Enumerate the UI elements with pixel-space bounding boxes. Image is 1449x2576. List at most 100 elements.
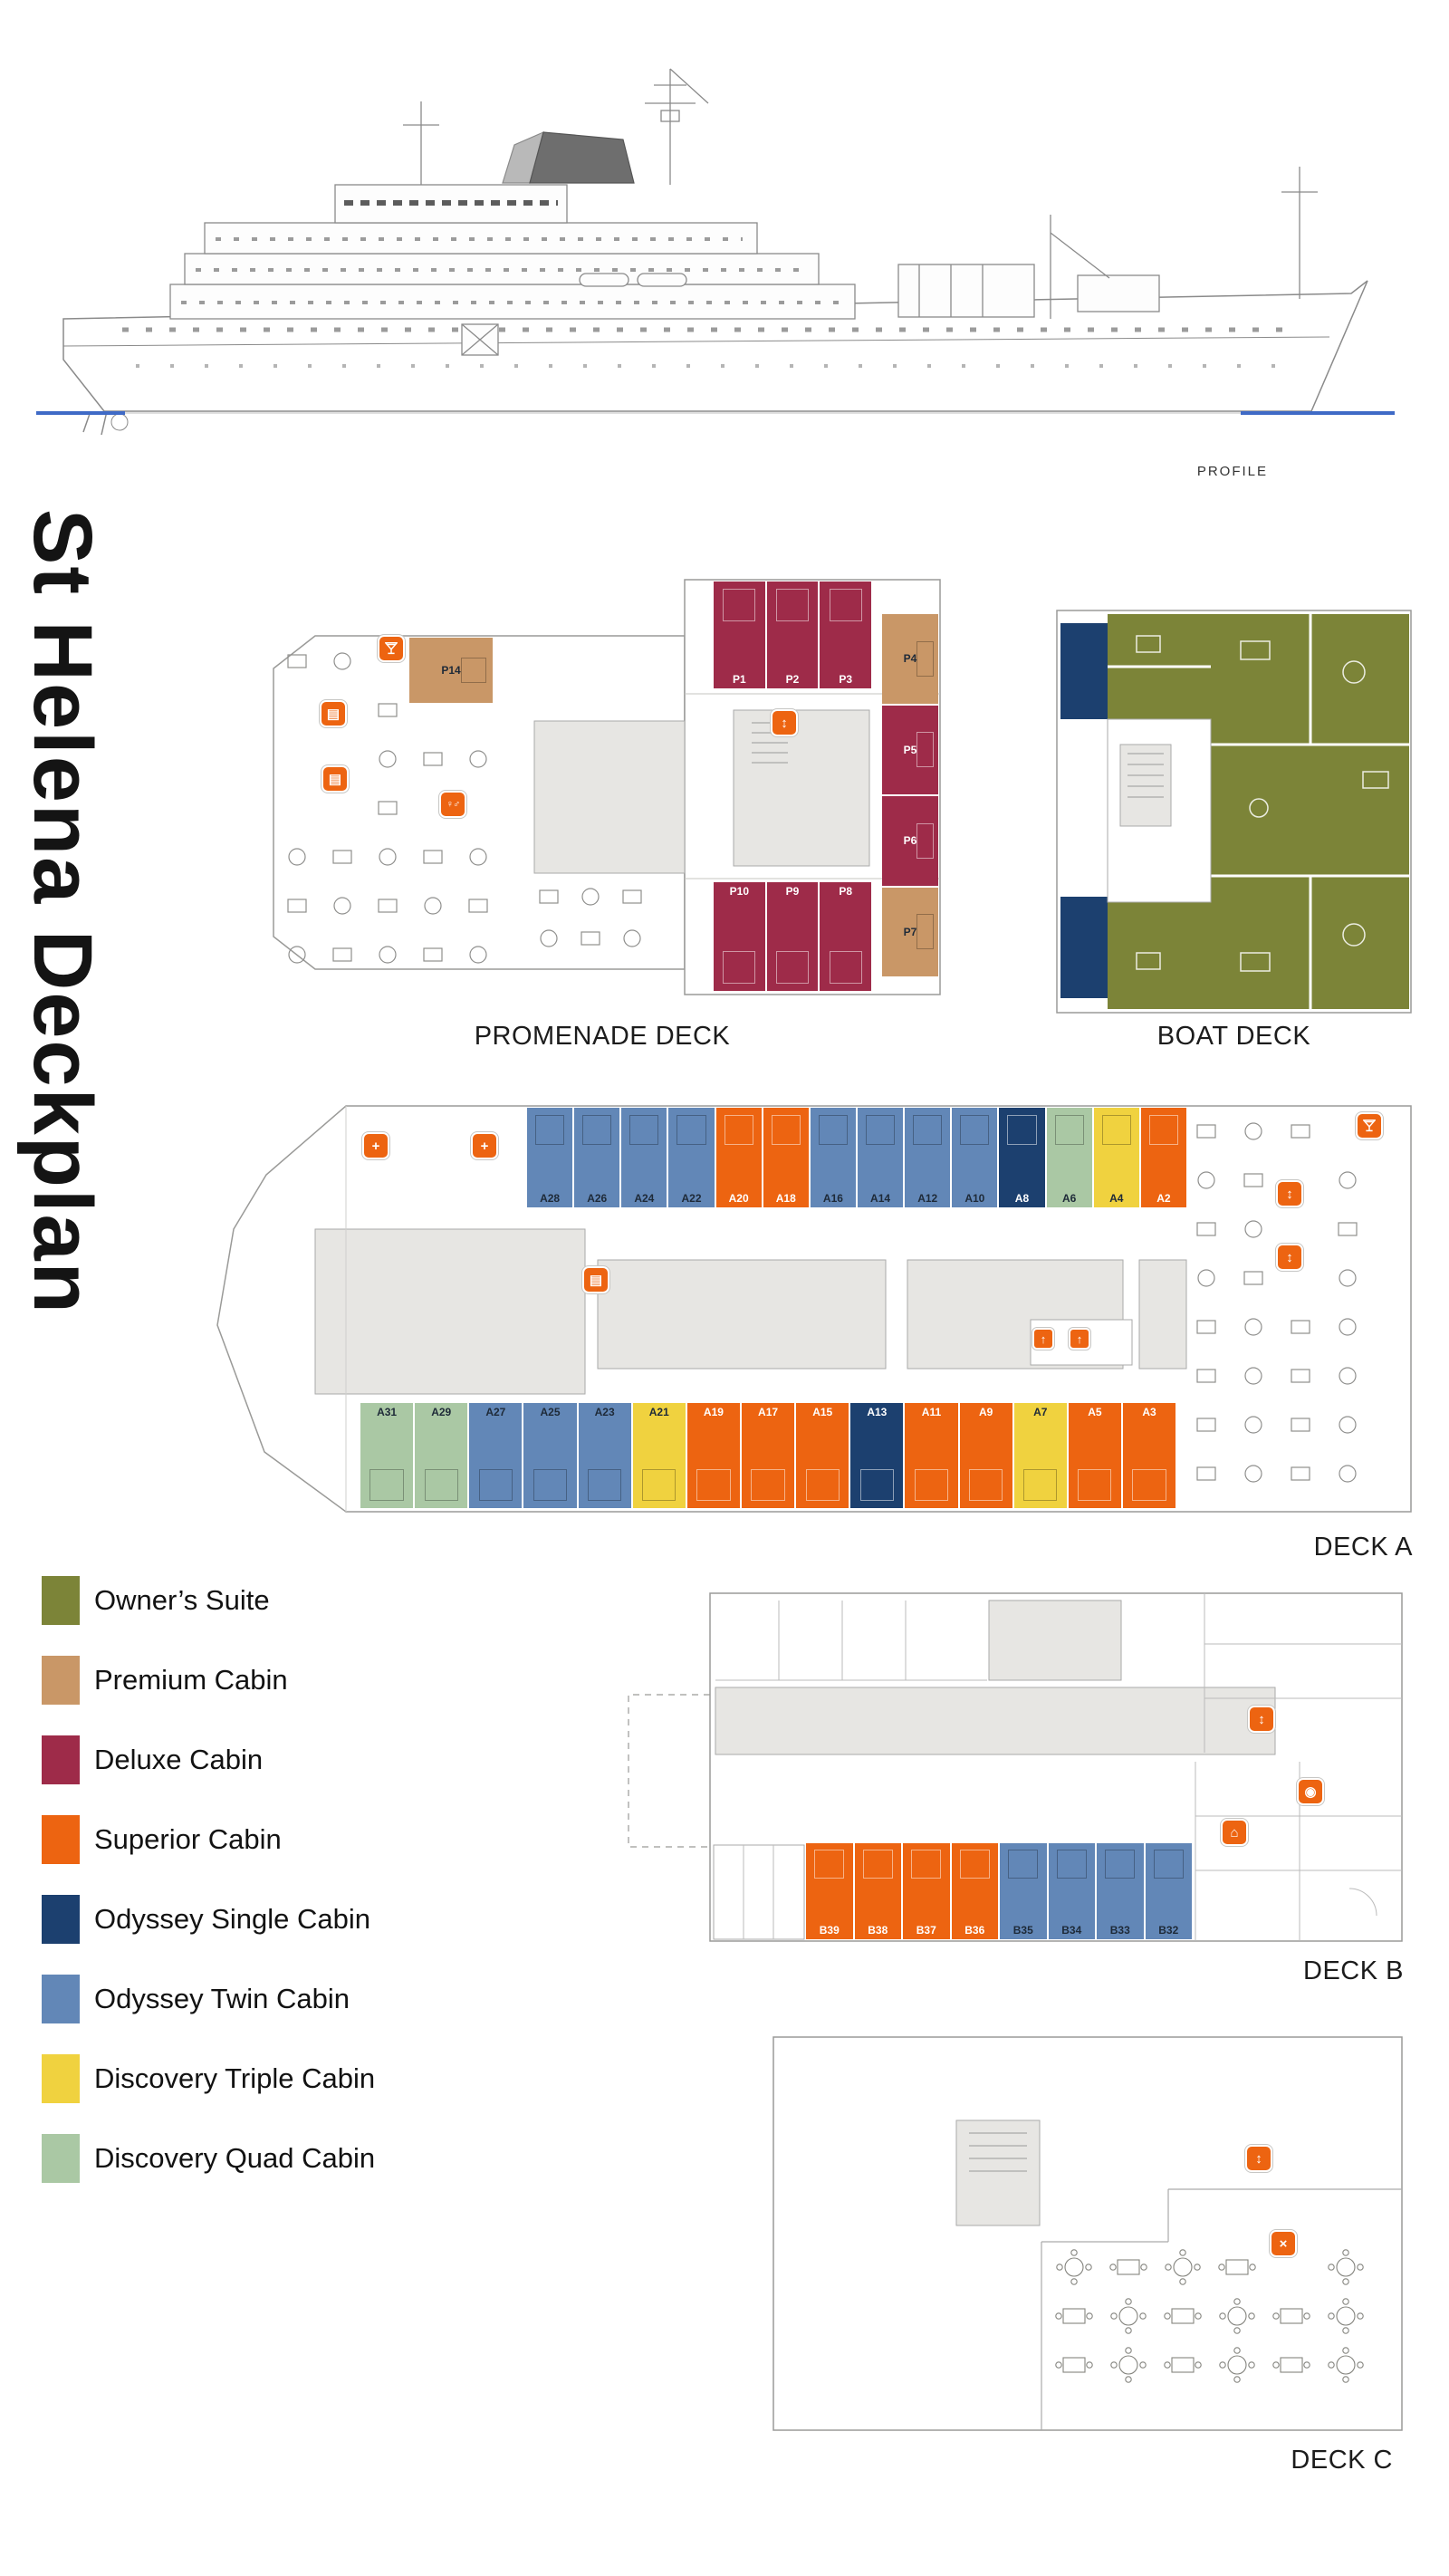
dining-table-mark bbox=[1110, 2347, 1147, 2383]
core-block bbox=[533, 720, 686, 874]
elevator-icon: ↕ bbox=[1275, 1243, 1304, 1272]
cabin-label: A26 bbox=[587, 1192, 608, 1205]
cabin-A6: A6 bbox=[1046, 1108, 1092, 1207]
cabin-label: A2 bbox=[1156, 1192, 1171, 1205]
dining-table-mark bbox=[1218, 2259, 1256, 2275]
dining-table-mark bbox=[1109, 2259, 1147, 2275]
cabin-B36: B36 bbox=[951, 1843, 998, 1939]
cabin-A4: A4 bbox=[1093, 1108, 1139, 1207]
cabin-B37: B37 bbox=[903, 1843, 950, 1939]
locker-icon: ⌂ bbox=[1220, 1818, 1249, 1847]
furniture-mark bbox=[332, 850, 352, 864]
cabin-label: P1 bbox=[732, 673, 746, 686]
elevator-icon: ↕ bbox=[1275, 1179, 1304, 1208]
furniture-mark bbox=[1196, 1124, 1216, 1139]
furniture-mark bbox=[287, 899, 307, 913]
deck-c-plan: ↕ × bbox=[770, 2033, 1406, 2434]
cabin-label: B37 bbox=[916, 1924, 936, 1937]
cabin-furniture-mark bbox=[913, 1114, 943, 1145]
furniture-mark bbox=[288, 946, 306, 964]
legend-label: Discovery Triple Cabin bbox=[94, 2062, 376, 2094]
cabin-label: A9 bbox=[978, 1406, 993, 1418]
deck-c-label: DECK C bbox=[1291, 2446, 1393, 2475]
cabin-furniture-mark bbox=[829, 589, 862, 621]
cabin-label: A15 bbox=[812, 1406, 833, 1418]
cabin-label: A14 bbox=[870, 1192, 891, 1205]
superstructure-windows bbox=[181, 200, 842, 304]
cabin-label: P14 bbox=[441, 664, 461, 677]
stair-rungs bbox=[969, 2132, 1027, 2172]
legend-item-premium: Premium Cabin bbox=[42, 1656, 375, 1705]
legend-item-twin: Odyssey Twin Cabin bbox=[42, 1975, 375, 2023]
furniture-mark bbox=[622, 889, 642, 904]
cabin-label: B36 bbox=[964, 1924, 985, 1937]
hull-windows bbox=[122, 327, 1300, 368]
cabin-label: A4 bbox=[1109, 1192, 1124, 1205]
cabin-furniture-mark bbox=[642, 1469, 677, 1501]
cabin-B33: B33 bbox=[1097, 1843, 1144, 1939]
cabin-label: P6 bbox=[903, 834, 917, 848]
stair-core-block bbox=[1119, 744, 1172, 827]
stair-core-block bbox=[733, 709, 870, 867]
suite-dividers bbox=[1108, 614, 1409, 1009]
cabin-P7: P7 bbox=[882, 887, 938, 976]
cabin-furniture-mark bbox=[535, 1114, 565, 1145]
dining-table-mark bbox=[1056, 2249, 1092, 2285]
elevator-up-icon: ↑ bbox=[1068, 1327, 1091, 1350]
furniture-mark bbox=[1339, 1171, 1357, 1189]
furniture-mark bbox=[539, 889, 559, 904]
boat-deck-svg bbox=[1056, 610, 1412, 1014]
cabin-A11: A11 bbox=[905, 1403, 958, 1508]
cabin-P2: P2 bbox=[766, 582, 819, 688]
dashed-hull-extension bbox=[628, 1694, 710, 1848]
legend-swatch-single bbox=[42, 1895, 80, 1944]
cabin-furniture-mark bbox=[859, 1469, 894, 1501]
furniture-mark bbox=[469, 946, 487, 964]
cabin-furniture-mark bbox=[723, 950, 756, 984]
furniture-mark bbox=[581, 931, 600, 946]
cabin-A29: A29 bbox=[415, 1403, 468, 1508]
furniture-mark bbox=[378, 899, 398, 913]
cabin-A9: A9 bbox=[959, 1403, 1012, 1508]
furniture-mark bbox=[423, 850, 443, 864]
furniture-mark bbox=[1243, 1173, 1263, 1187]
legend-label: Owner’s Suite bbox=[94, 1584, 270, 1616]
stair-core-block bbox=[955, 2119, 1041, 2226]
furniture-mark bbox=[1196, 1222, 1216, 1236]
cabin-A3: A3 bbox=[1122, 1403, 1176, 1508]
furniture-mark bbox=[1339, 1465, 1357, 1483]
cabin-P9: P9 bbox=[766, 882, 819, 991]
cabin-A26: A26 bbox=[574, 1108, 620, 1207]
deck-b-label: DECK B bbox=[1303, 1956, 1404, 1985]
luggage-room bbox=[713, 1844, 805, 1940]
cabin-A23: A23 bbox=[578, 1403, 631, 1508]
furniture-mark bbox=[1244, 1318, 1262, 1336]
cabin-label: A10 bbox=[964, 1192, 985, 1205]
bar-icon bbox=[377, 634, 406, 663]
legend-item-deluxe: Deluxe Cabin bbox=[42, 1735, 375, 1784]
cabin-label: A7 bbox=[1033, 1406, 1048, 1418]
dining-table-mark bbox=[1272, 2308, 1310, 2324]
cabin-B38: B38 bbox=[854, 1843, 901, 1939]
masts bbox=[403, 68, 1318, 319]
cabin-furniture-mark bbox=[1056, 1850, 1087, 1879]
laundry-icon: ◉ bbox=[1296, 1777, 1325, 1806]
medical-icon: + bbox=[361, 1131, 390, 1160]
dining-table-mark bbox=[1328, 2249, 1364, 2285]
funnel bbox=[502, 130, 635, 184]
cabin-label: P5 bbox=[903, 743, 917, 756]
cabin-furniture-mark bbox=[814, 1850, 845, 1879]
furniture-mark bbox=[623, 929, 641, 947]
cabin-furniture-mark bbox=[1105, 1850, 1136, 1879]
dining-table-mark bbox=[1110, 2298, 1147, 2334]
cabin-A28: A28 bbox=[527, 1108, 573, 1207]
cabin-label: A20 bbox=[728, 1192, 749, 1205]
furniture-mark bbox=[1243, 1271, 1263, 1285]
cabin-B39: B39 bbox=[806, 1843, 853, 1939]
cabin-furniture-mark bbox=[959, 1850, 990, 1879]
cabin-furniture-mark bbox=[533, 1469, 568, 1501]
cabin-A14: A14 bbox=[857, 1108, 904, 1207]
